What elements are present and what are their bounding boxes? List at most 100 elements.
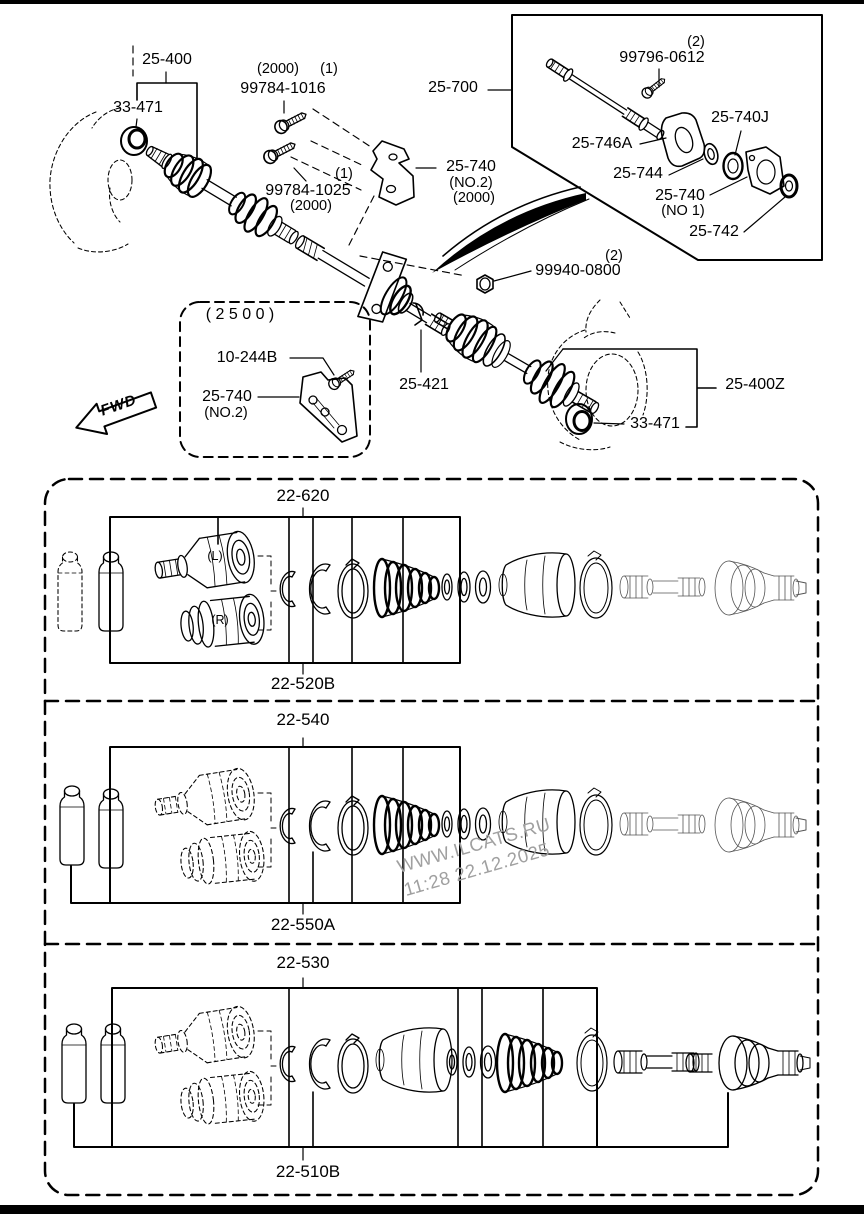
kit-outer-box [43,477,820,1197]
kit-label-22-620[interactable]: 22-620 [276,486,330,505]
kit-label-22-540[interactable]: 22-540 [276,710,330,729]
right-joint-mark: (R) [211,613,229,627]
part-label-25-400[interactable]: 25-400 [142,51,192,68]
big-clamp [579,550,613,619]
wheel-seal-left [120,118,148,156]
part-sublabel-no2: (NO.2) [449,175,493,191]
part-label-25-746A[interactable]: 25-746A [571,135,633,152]
wheel-seal-right [565,403,625,435]
bolt-99784-1016-part [271,100,310,137]
assembly-dashed-leaders [290,108,467,277]
part-label-10-244B[interactable]: 10-244B [216,349,278,366]
outer-joint-ghost [714,560,807,616]
part-label-25-700[interactable]: 25-700 [428,79,478,96]
grease-tube [61,1023,87,1104]
inner-joint-ghost [150,1003,259,1073]
boot-clamp [337,795,369,856]
scan-border-top [0,0,864,4]
qty-label-2-b: (2) [605,248,623,264]
box-25-700 [487,14,823,261]
intermediate-shaft [294,235,451,336]
part-label-25-744[interactable]: 25-744 [613,165,663,182]
kit-label-22-510B[interactable]: 22-510B [275,1162,341,1181]
big-clamp [579,787,613,856]
part-label-25-740J[interactable]: 25-740J [711,109,769,126]
inner-joint-left [150,528,259,598]
label-bracket-25-400Z [545,348,717,428]
left-joint-mark: (L) [207,549,223,563]
part-label-25-740-no1[interactable]: 25-740 [655,187,705,204]
grease-tube-ghost [57,551,83,632]
kit-row1 [57,507,807,675]
swoosh-curve [432,186,590,273]
part-label-33-471-right[interactable]: 33-471 [630,415,680,432]
bolt-99784-1025-part [260,137,307,182]
kit-row2 [59,737,807,915]
boot-clamp [337,558,369,619]
circlip [279,807,296,845]
inner-boot [495,1032,564,1094]
seal-25-742-part [743,173,799,233]
part-label-99784-1016[interactable]: 99784-1016 [240,80,326,97]
boot-clamp [337,1033,369,1094]
qty-label-2000-a: (2000) [257,61,299,77]
small-clamps [441,570,492,604]
scan-border-bottom [0,1205,864,1214]
variant-label-2500: ( 2 5 0 0 ) [205,306,275,323]
snap-ring [308,800,331,852]
kit-label-22-530[interactable]: 22-530 [276,953,330,972]
label-bracket-25-400 [132,45,198,159]
small-clamps [446,1045,497,1079]
part-label-25-740-no2b[interactable]: 25-740 [202,388,252,405]
rear-shaft-25-700 [545,58,665,141]
part-sublabel-no1: (NO 1) [661,203,705,219]
circlip [279,1045,296,1083]
front-drive-shaft-left [145,145,299,245]
shaft-ghost [619,575,706,599]
part-sublabel-no2-2000: (2000) [453,190,495,206]
qty-label-2000-b: (2000) [290,198,332,214]
shaft-ghost [619,812,706,836]
deflector-25-746A-part [639,112,706,168]
inner-joint-ghost [177,829,267,890]
outer-joint-ghost [714,797,807,853]
part-label-33-471-left[interactable]: 33-471 [113,99,163,116]
qty-label-1-a: (1) [320,61,338,77]
front-drive-shaft-right [433,312,600,415]
bolt-10-244B-part [289,357,358,393]
part-sublabel-no2b: (NO.2) [204,405,248,421]
grease-tube [59,785,85,866]
inner-joint-ghost [150,765,259,835]
outer-boot [498,552,576,618]
right-knuckle-ghost [547,299,648,451]
kit-row3 [61,977,811,1161]
fwd-arrow [75,391,158,436]
dynamic-damper-clip-25-421 [412,302,424,373]
box-2500 [179,301,371,458]
part-label-25-421[interactable]: 25-421 [399,376,449,393]
part-label-99784-1025[interactable]: 99784-1025 [265,182,351,199]
lock-nut-99940 [476,270,532,294]
part-label-99796-0612[interactable]: 99796-0612 [619,49,705,66]
snap-ring [308,1038,331,1090]
kit-label-22-520B[interactable]: 22-520B [270,674,336,693]
left-knuckle-ghost [49,107,133,253]
part-label-25-742[interactable]: 25-742 [689,223,739,240]
bolt-99796-part [639,68,669,101]
part-label-99940-0800[interactable]: 99940-0800 [535,262,621,279]
bracket-25-740-no1-part [709,146,785,196]
inner-joint-ghost [177,1069,267,1130]
qty-label-2-a: (2) [687,34,705,50]
kit-label-22-550A[interactable]: 22-550A [270,915,336,934]
circlip [279,570,296,608]
bracket-25-740-no2-2500-part [257,371,358,443]
bracket-25-740-no2-part [370,140,437,206]
outer-boot [375,1027,453,1093]
washer-25-744-part [668,142,719,176]
bearing-25-740J-part [722,130,744,181]
part-label-25-400Z[interactable]: 25-400Z [725,376,785,393]
part-label-25-740-no2[interactable]: 25-740 [446,158,496,175]
qty-label-1-b: (1) [335,166,353,182]
